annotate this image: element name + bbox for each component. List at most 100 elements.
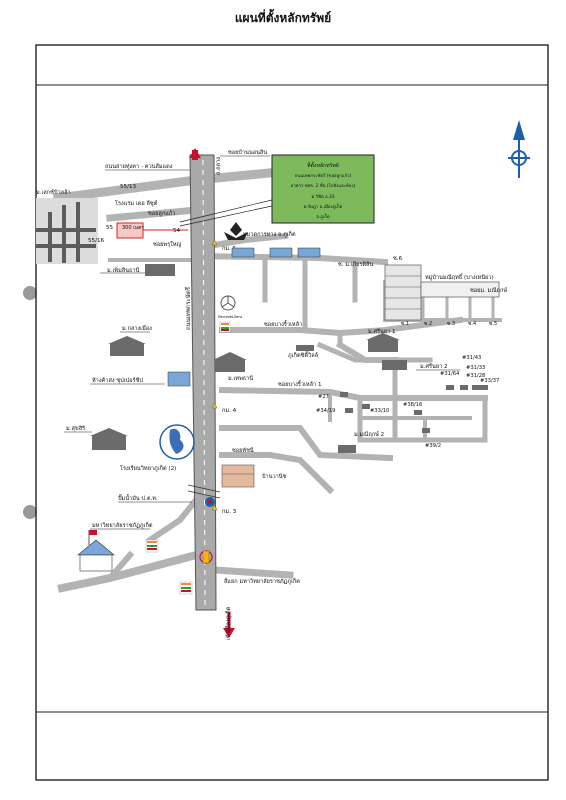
main-highway [189,154,217,611]
label-5516: 55/16 [88,238,105,244]
label-ban-wanich: บ้านวานิช [262,473,287,480]
label-s4: ซ.4 [468,321,476,327]
binder-hole-2 [23,505,37,519]
mercedes-logo-icon [220,295,236,311]
label-soi-phachi: ซอยพัชนี [232,447,254,454]
manee-subdivision [384,264,500,321]
site-box-line-6: จ.ภูเก็ต [316,212,330,220]
seven-eleven-icon [219,321,231,333]
label-soi-ban-nonsin: ซอยบ้านนอนสิน [228,149,267,156]
label-distance: 300 เมตร [122,225,144,231]
label-to-city: เข้าเมืองภูเก็ต [224,606,232,640]
site-box-line-2: ถนนเทพกระษัตรี (ขอยลูกแก้ว) [295,173,352,179]
label-muban-sirinya1: ม.ศรีนยา 1 [368,328,396,335]
garuda-emblem-icon [224,222,248,240]
label-s1: ซ.1 [401,321,409,327]
label-hotel: โรงแรม เดอ ลีซูต์ [115,199,158,207]
label-27: #27 [318,394,329,400]
arrow-down-icon [223,628,235,638]
label-5513: 55/13 [120,184,137,190]
bridge-icon [187,484,221,499]
label-3143: #31/43 [462,355,481,361]
site-box-line-4: ต.วิชิต อ.33 [311,194,334,200]
arrow-up-head-icon [189,148,201,158]
label-392: #39/2 [425,443,441,449]
label-muban-sakorn: ม.เสกซ์บ้วลล้า [36,188,71,196]
label-3128: #31/28 [466,373,485,379]
seven-eleven-icon-2 [145,539,159,553]
label-soi-pru-yai: ซอยพรุใหญ่ [153,241,182,248]
building-klang [110,344,144,356]
building-manee2 [338,445,356,453]
label-muban-sirinya2: ม.ศรีนยา 2 [420,363,448,370]
label-3337: #33/37 [480,378,499,384]
label-s6: ซ.6 [393,255,403,262]
building-sirinya2 [382,360,407,370]
road-luk-kaew [106,206,200,222]
binder-hole-1 [23,286,37,300]
outer-frame [35,44,549,781]
label-3816: #38/16 [403,402,422,408]
label-soi-manee: ซอยม. มณีฤกษ์ [470,286,507,294]
site-box-line-1: ที่ตั้งหลักทรัพย์ [307,161,339,169]
label-muban-sirisuk: หมู่บ้านมณีฤทธิ์ (บางเหนียว) [425,272,494,281]
site-box-line-5: ต.รัษฎา อ.เมืองภูเก็ต [304,202,343,210]
label-muban-thepthani: ม.เทพธานี [228,375,253,382]
label-3133: #31/33 [466,365,485,371]
label-soi-bang-reat-1: ซอยบางริ้วเหล้า 1 [278,380,322,388]
gas-station-icon [205,497,215,507]
label-mercedes: Mercedes-Benz [218,315,243,319]
school-logo-icon [159,424,195,460]
label-muban-poemsin: ม.เพิ่มสินธานี [107,266,140,274]
label-muban-klang: ม.กลางเมือง [122,325,152,332]
label-phuket-city: ภูเก็ตซิตี้วิลล์ [288,351,318,359]
label-s5: ซ.5 [489,321,497,327]
road-bang-reat-1 [218,386,488,401]
university-building [77,530,115,572]
site-box-line-3: อาคาร คสล. 2 ชั้น (โกดังและห้อง) [291,182,356,189]
road-top-diagonal [52,165,305,204]
km-marker-icons [211,239,218,511]
label-university: มหาวิทยาลัยราชภัฏภูเก็ต [92,521,153,529]
leader-lines [64,272,460,530]
label-gas: ปั๊มน้ำมัน ป.ต.ท. [118,494,158,502]
label-school: โรงเรียนวิทยาภูเก็ต (2) [120,464,176,472]
building-icons [90,264,488,453]
label-road-top: ถนนสายทุ่งคา - ควนส้มแดง [105,163,173,170]
label-super: ห้างค้าส่ง ซุปเปอร์ชีป [92,376,143,384]
roads [52,165,502,593]
label-muban-kiat: ซ. ม.เกียรติสิน [338,261,373,268]
label-junction: สี่แยก มหาวิทยาลัยราชภัฏภูเก็ต [223,577,300,585]
label-3310: #33/10 [370,408,389,414]
building-thepthani [215,360,245,372]
label-3419: #34/19 [316,408,335,414]
label-road-name: ถนนเทพกระษัตรี [184,286,192,330]
label-s3: ซ.3 [447,321,455,327]
label-muban-suksiri: ม.สุขสิริ [66,425,85,432]
label-highway-office: หมวดการทาง จ.ภูเก็ต [243,230,296,238]
road-phachi [219,452,335,495]
site-info-box [271,154,375,224]
label-soi-luk-kaew: ซอยลูกแก้ว [148,210,175,217]
label-soi-bang-reat: ซอยบางริ้วเหล้า [264,320,302,328]
traffic-light-icon [199,550,213,564]
label-km3: กม. 3 [222,509,237,515]
label-muban-manee2: ม.มณีฤกษ์ 2 [354,430,384,438]
housing-grid-left [36,198,98,264]
building-poemsin [145,264,175,276]
page-title: แผนที่ตั้งหลักทรัพย์ [235,8,331,25]
north-compass-icon [508,120,530,178]
blue-houses [167,247,321,387]
label-to-thalang: ถ.ถลาง [216,157,222,175]
label-3164: #31/64 [440,371,460,377]
label-km5: กม. 5 [222,246,237,252]
label-54: 54 [173,228,181,234]
building-sirinya1 [368,340,398,352]
ban-wanich-building [221,464,255,488]
seven-eleven-icon-3 [179,581,193,595]
label-km4: กม. 4 [222,408,237,414]
label-55: 55 [106,225,114,231]
label-s2: ซ.2 [424,321,432,327]
building-suksiri [92,436,126,450]
